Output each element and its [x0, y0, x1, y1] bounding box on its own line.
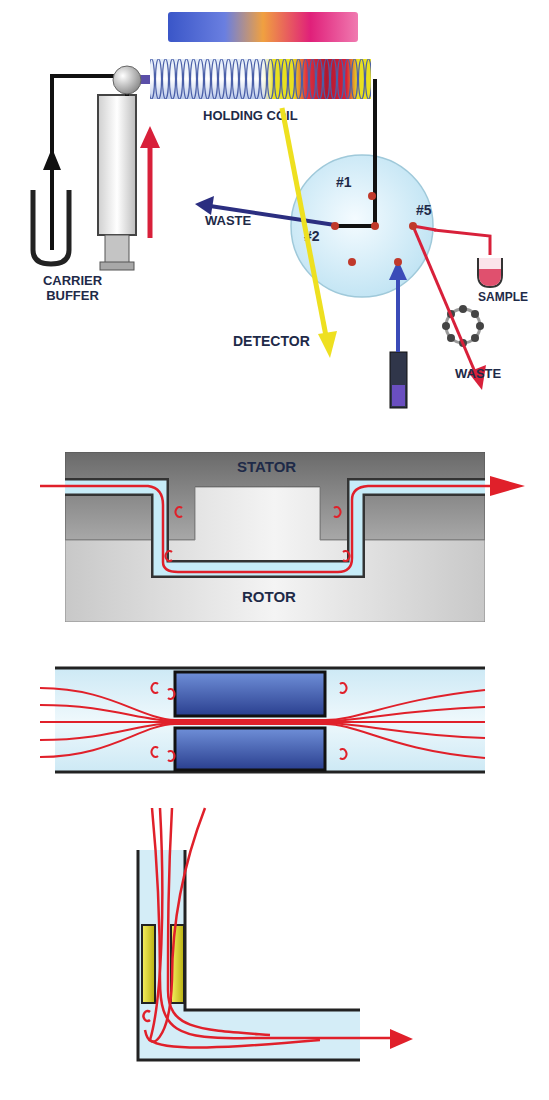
sample-waste-arrow — [413, 226, 475, 372]
flow-lines — [40, 724, 485, 758]
channel — [65, 487, 485, 569]
eddies — [176, 507, 182, 517]
flow-lines — [40, 723, 485, 740]
flow-lines — [144, 808, 395, 1048]
flow-arrowhead — [43, 148, 61, 170]
port-number: #1 — [336, 174, 352, 190]
reagent-syringe — [390, 352, 407, 408]
elbow-tube — [138, 850, 360, 1060]
tube-connector — [434, 230, 490, 255]
detector-arrow — [282, 108, 326, 336]
flow-lines — [168, 808, 270, 1035]
aspirate-arrowhead — [140, 126, 160, 148]
channel-outline — [65, 487, 485, 569]
eddies — [166, 551, 172, 561]
reservoir: CARRIER BUFFER — [25, 188, 120, 308]
tube-connector — [373, 81, 375, 152]
valve-ports — [331, 222, 339, 230]
eddies — [166, 507, 350, 561]
dye-profile-bar — [168, 12, 358, 42]
node-label: ROTOR — [242, 588, 296, 605]
tube-wall — [55, 667, 485, 670]
sample-cup: SAMPLE — [472, 255, 548, 307]
node-label: STATOR — [237, 458, 296, 475]
reagent-arrow — [396, 276, 400, 352]
selection-valve-ball — [113, 66, 141, 94]
flow-lines — [168, 751, 174, 761]
flow-lines — [168, 689, 174, 699]
sleeve — [142, 925, 155, 1003]
flow-label: WASTE — [205, 214, 251, 229]
flow-arrowhead — [490, 476, 525, 496]
flow-lines — [150, 808, 320, 1048]
sample-shape — [479, 269, 501, 286]
flow-lines — [152, 747, 158, 757]
coil-shape — [150, 59, 371, 99]
valve-channel — [335, 152, 375, 226]
valve-ports — [371, 222, 379, 230]
eddies — [343, 551, 349, 561]
rotor-shape — [65, 487, 485, 622]
flow-label: WASTE — [455, 367, 501, 382]
valve-ports — [394, 258, 402, 266]
reagent-liquid — [392, 385, 405, 406]
node-label: CARRIER BUFFER — [25, 274, 120, 304]
holding-coil: HOLDING COIL — [148, 55, 373, 127]
valve-ports — [368, 192, 376, 200]
flow-lines — [340, 683, 346, 693]
aspirate-arrow — [148, 142, 153, 238]
syringe-plunger — [105, 235, 129, 265]
restrictor-block — [175, 728, 325, 770]
bead-ring — [471, 334, 479, 342]
flow-line — [40, 486, 500, 572]
flow-lines — [152, 683, 158, 693]
elbow-wall — [138, 850, 360, 1060]
bead-ring — [476, 322, 484, 330]
node-label: SAMPLE — [478, 291, 528, 305]
flow-lines — [40, 688, 485, 720]
eddies — [334, 507, 340, 517]
syringe-body — [98, 95, 136, 235]
bead-ring — [447, 334, 455, 342]
port-number: #5 — [416, 202, 432, 218]
rotor-band: ROTOR — [65, 487, 485, 622]
cup-shape — [33, 190, 69, 264]
syringe-plunger-end — [100, 262, 134, 270]
bead-ring — [471, 310, 479, 318]
bead-ring — [442, 322, 450, 330]
sample-shape — [478, 258, 502, 287]
coil-shape — [150, 59, 371, 99]
waste-arrowhead — [195, 196, 214, 215]
restrictor-block — [175, 672, 325, 716]
flow-arrowhead — [390, 1029, 413, 1049]
carrier-tube — [52, 76, 118, 250]
flow-lines — [40, 683, 485, 761]
flow-lines — [340, 749, 346, 759]
bead-ring — [459, 305, 467, 313]
valve-ports — [409, 222, 417, 230]
valve-ports — [348, 258, 356, 266]
flow-lines — [145, 808, 205, 1042]
flow-lines — [152, 808, 395, 1038]
valve-ports — [331, 192, 417, 266]
flow-label: DETECTOR — [233, 333, 310, 349]
flow-lines — [40, 705, 485, 721]
flow-lines — [144, 1011, 150, 1021]
detector-arrowhead — [318, 331, 337, 358]
